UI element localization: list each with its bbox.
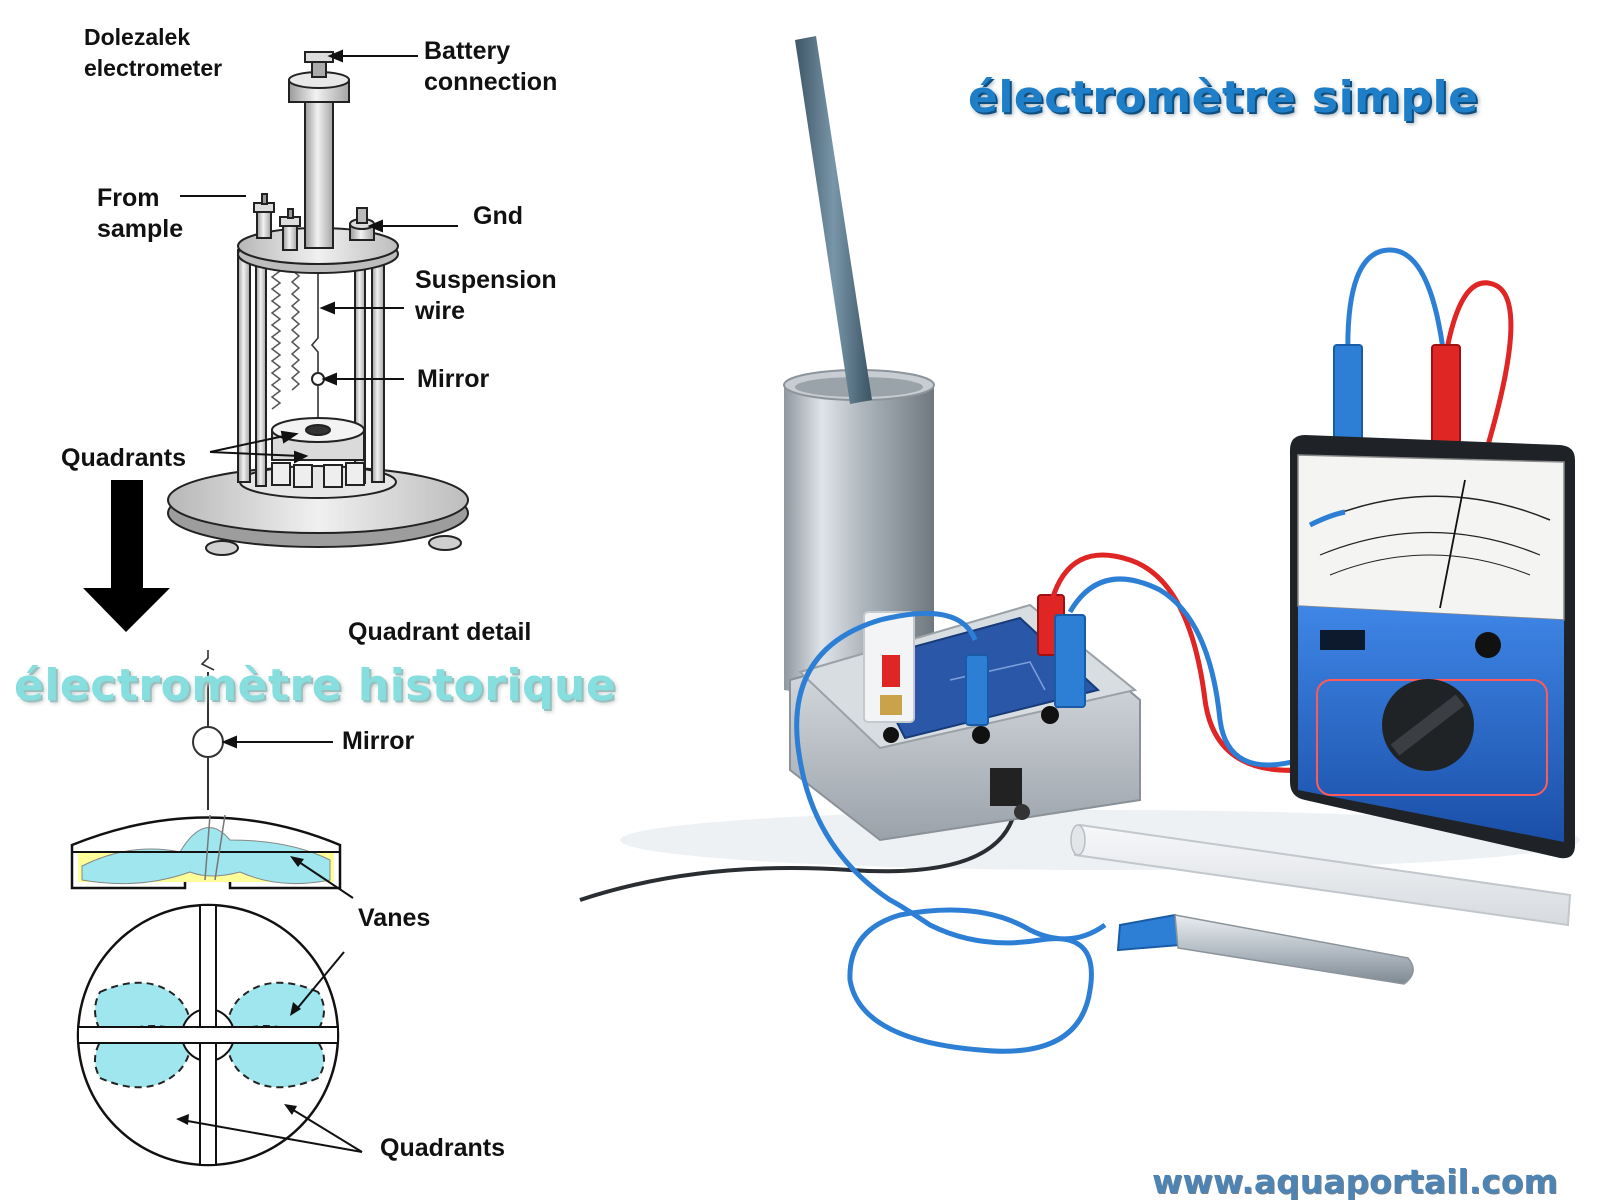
suspension-wire [310, 248, 319, 372]
analog-multimeter [1290, 435, 1575, 859]
coil-spring [270, 264, 282, 410]
main-column [288, 51, 350, 249]
label-suspension-wire: Suspension wire [415, 265, 557, 327]
label-battery-line1: Battery [424, 37, 511, 65]
dolezalek-diagram [70, 49, 469, 1167]
label-quadrants-top: Quadrants [61, 444, 187, 472]
coil-spring-2 [290, 269, 301, 391]
probe-cable [794, 610, 1107, 1054]
title-historic-electrometer: électromètre historique [14, 660, 617, 711]
blue-cable-lower [1067, 576, 1301, 768]
aluminum-probe [1116, 913, 1414, 985]
diagram-heading-line1: Dolezalek [84, 24, 191, 50]
label-vanes: Vanes [358, 904, 431, 932]
label-battery-line2: connection [424, 68, 558, 96]
label-from-line2: sample [97, 215, 184, 243]
label-from-line1: From [97, 184, 160, 212]
label-mirror-detail: Mirror [342, 727, 415, 755]
diagram-heading: Dolezalek electrometer [84, 22, 222, 84]
label-suspension-line2: wire [415, 297, 466, 325]
leader-lines-top [180, 49, 458, 464]
meter-red-lead [1442, 280, 1514, 446]
capacitor-block [863, 611, 915, 743]
socket-2 [1041, 706, 1059, 724]
title-simple-electrometer: électromètre simple [968, 72, 1479, 123]
meter-blue-plug [1333, 344, 1363, 444]
quadrant-side-view [70, 814, 354, 899]
box-plugs [965, 594, 1086, 726]
label-from-sample: From sample [97, 183, 183, 245]
quadrant-top-view [76, 903, 363, 1167]
label-quadrant-detail: Quadrant detail [348, 618, 532, 646]
label-mirror-top: Mirror [417, 365, 490, 393]
grey-rod [795, 36, 872, 404]
ground-terminal [349, 207, 375, 241]
black-cable [579, 809, 1017, 902]
socket-1 [972, 726, 990, 744]
label-suspension-line1: Suspension [415, 266, 557, 294]
meter-red-plug [1431, 344, 1461, 444]
label-battery-connection: Battery connection [424, 36, 557, 98]
diagram-heading-line2: electrometer [84, 55, 223, 81]
label-gnd: Gnd [473, 202, 523, 230]
mirror-detail [192, 650, 333, 810]
label-quadrants-bottom: Quadrants [380, 1134, 506, 1162]
down-arrow [83, 480, 170, 632]
site-watermark: www.aquaportail.com [1152, 1162, 1558, 1200]
sample-terminals [253, 193, 301, 251]
